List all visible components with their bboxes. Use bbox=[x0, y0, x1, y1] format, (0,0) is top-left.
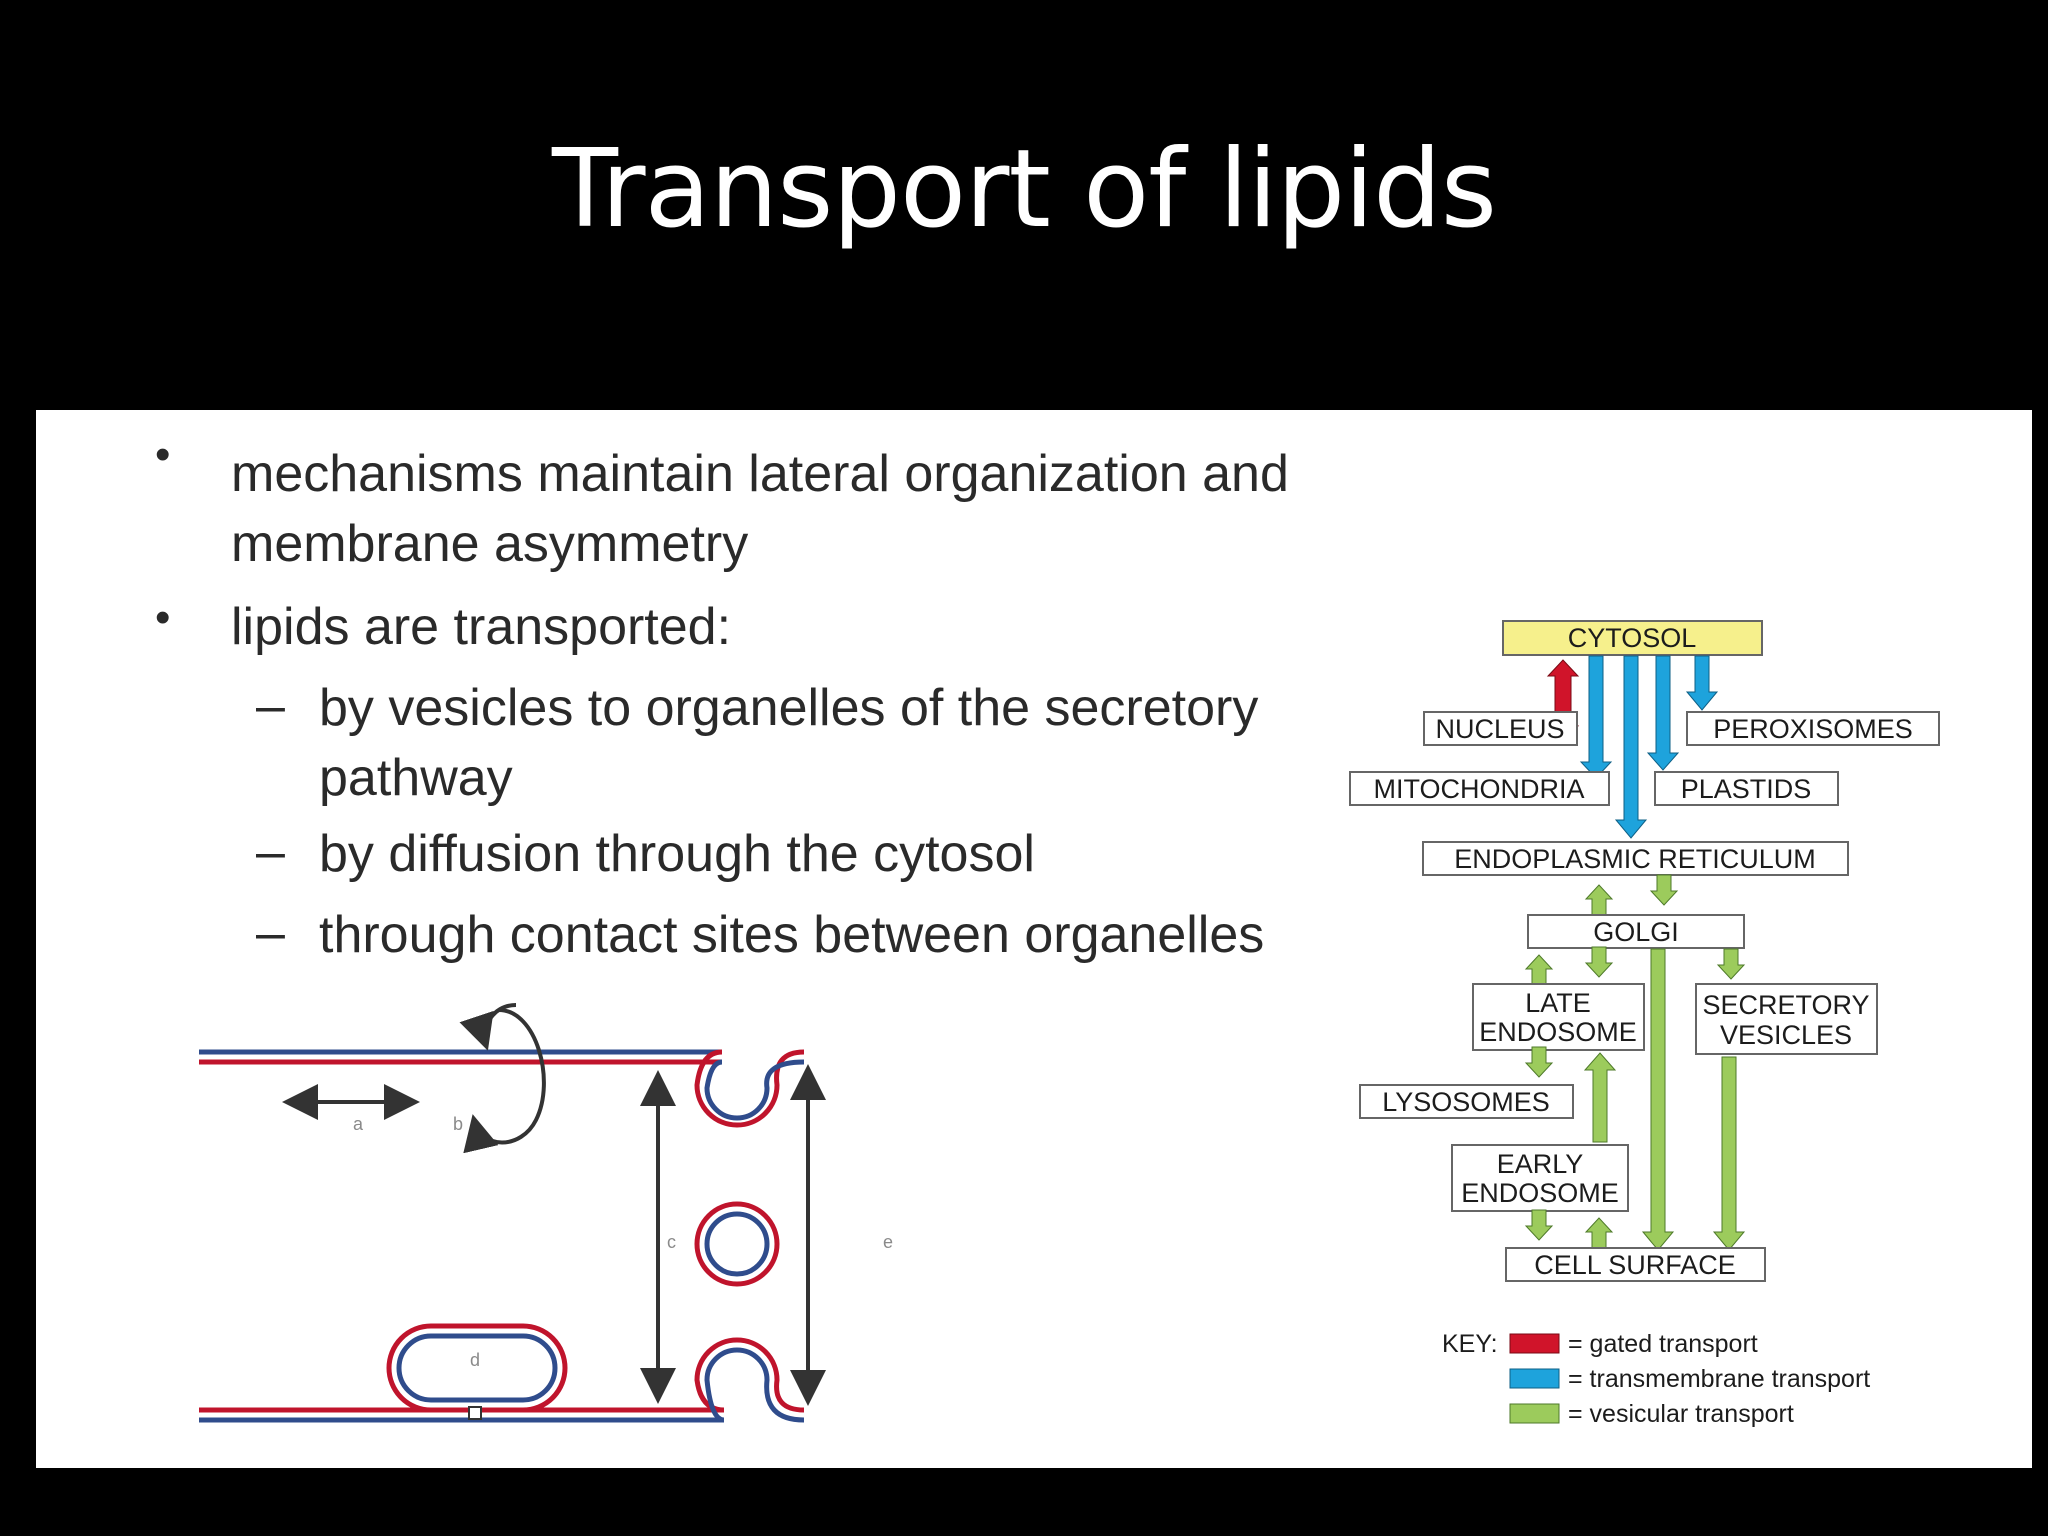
key-vesicular-label: = vesicular transport bbox=[1568, 1400, 1794, 1428]
contact-site-organelle-inner bbox=[396, 1333, 558, 1403]
fusing-vesicle-bottom-inner bbox=[704, 1347, 805, 1423]
vesicular-arrow-late-to-lysosomes bbox=[1525, 1046, 1553, 1078]
flip-flop-arrow-lower bbox=[463, 1008, 546, 1154]
sub-bullet-3-line-1: through contact sites between organelles bbox=[319, 906, 1265, 964]
key-swatch-vesicular bbox=[1509, 1403, 1560, 1424]
late-endosome-label-line-1: LATE bbox=[1525, 988, 1591, 1018]
plastids-box bbox=[1654, 771, 1839, 806]
early-endosome-label-line-1: EARLY bbox=[1497, 1149, 1584, 1179]
budding-vesicle-top bbox=[694, 1049, 805, 1128]
content-panel: • mechanisms maintain lateral organizati… bbox=[36, 410, 2032, 1468]
golgi-label: GOLGI bbox=[1593, 917, 1679, 947]
nucleus-label: NUCLEUS bbox=[1435, 714, 1564, 744]
er-label: ENDOPLASMIC RETICULUM bbox=[1454, 844, 1816, 874]
bullet-2-line-1: lipids are transported: bbox=[231, 598, 732, 656]
key-transmembrane-label: = transmembrane transport bbox=[1568, 1365, 1870, 1393]
transport-vesicle-inner bbox=[704, 1211, 770, 1277]
vesicular-arrow-golgi-to-er bbox=[1585, 884, 1613, 916]
late-endosome-label-line-2: ENDOSOME bbox=[1479, 1017, 1637, 1047]
vesicular-arrow-er-to-golgi bbox=[1650, 874, 1678, 906]
vesicular-arrow-surface-to-early bbox=[1585, 1217, 1613, 1249]
key-swatch-gated bbox=[1509, 1333, 1560, 1354]
transmembrane-arrow-er bbox=[1614, 655, 1648, 839]
peroxisomes-box bbox=[1686, 711, 1940, 746]
budding-vesicle-top-inner bbox=[704, 1059, 805, 1121]
transmembrane-arrow-plastids bbox=[1646, 655, 1680, 771]
key-title: KEY: bbox=[1442, 1330, 1498, 1358]
slide-title: Transport of lipids bbox=[552, 127, 1497, 252]
mitochondria-box bbox=[1349, 771, 1610, 806]
transmembrane-arrow-peroxisomes bbox=[1685, 655, 1719, 711]
cytosol-label: CYTOSOL bbox=[1568, 623, 1697, 653]
er-box bbox=[1422, 841, 1849, 876]
vesicular-arrow-late-to-golgi bbox=[1525, 954, 1553, 986]
bullet-list: • mechanisms maintain lateral organizati… bbox=[36, 410, 1366, 970]
vesicular-arrow-golgi-to-late bbox=[1585, 946, 1613, 978]
key-swatch-transmembrane bbox=[1509, 1368, 1560, 1389]
early-endosome-box bbox=[1451, 1144, 1629, 1212]
cytosol-box bbox=[1502, 620, 1763, 656]
cell-surface-box bbox=[1505, 1247, 1766, 1282]
golgi-box bbox=[1527, 914, 1745, 949]
fusing-vesicle-bottom bbox=[694, 1337, 805, 1413]
plastids-label: PLASTIDS bbox=[1681, 774, 1812, 804]
label-c: c bbox=[667, 1232, 676, 1252]
late-endosome-box bbox=[1472, 983, 1645, 1051]
lysosomes-box bbox=[1359, 1084, 1574, 1119]
transport-vesicle bbox=[694, 1201, 780, 1287]
secretory-vesicles-label-line-1: SECRETORY bbox=[1702, 990, 1869, 1020]
vesicular-arrow-early-to-late bbox=[1583, 1052, 1617, 1143]
secretory-vesicles-box bbox=[1695, 983, 1878, 1055]
transmembrane-arrow-mitochondria bbox=[1579, 655, 1613, 779]
key-gated-label: = gated transport bbox=[1568, 1330, 1758, 1358]
secretory-vesicles-label-line-2: VESICLES bbox=[1720, 1020, 1852, 1050]
label-d: d bbox=[470, 1350, 480, 1370]
contact-site-junction bbox=[468, 1406, 482, 1420]
lysosomes-label: LYSOSOMES bbox=[1382, 1087, 1550, 1117]
early-endosome-label-line-2: ENDOSOME bbox=[1461, 1178, 1619, 1208]
label-e: e bbox=[883, 1232, 893, 1252]
sub-bullet-1-line-2: pathway bbox=[319, 749, 513, 807]
cell-surface-label: CELL SURFACE bbox=[1534, 1250, 1736, 1280]
vesicular-arrow-early-to-surface bbox=[1525, 1209, 1553, 1241]
bullet-1-line-1: mechanisms maintain lateral organization… bbox=[231, 445, 1289, 503]
bullet-marker: • bbox=[155, 593, 171, 642]
nucleus-box bbox=[1423, 711, 1578, 746]
vesicular-arrow-golgi-to-cell-surface bbox=[1641, 948, 1675, 1251]
label-a: a bbox=[353, 1114, 364, 1134]
label-b: b bbox=[453, 1114, 463, 1134]
organelle-pathways-diagram: CYTOSOL NUCLEUS PEROXISOMES MITOCHONDRIA… bbox=[1349, 620, 1940, 1428]
mitochondria-label: MITOCHONDRIA bbox=[1373, 774, 1584, 804]
sub-bullet-marker: – bbox=[256, 823, 285, 881]
sub-bullet-marker: – bbox=[256, 904, 285, 962]
bullet-marker: • bbox=[155, 430, 171, 479]
bullet-1-line-2: membrane asymmetry bbox=[231, 515, 749, 573]
membrane-diagram: a b c d e bbox=[199, 1003, 893, 1423]
vesicular-arrow-golgi-to-secretory bbox=[1717, 948, 1745, 980]
sub-bullet-2-line-1: by diffusion through the cytosol bbox=[319, 825, 1035, 883]
flip-flop-arrow-upper bbox=[459, 1003, 517, 1051]
sub-bullet-marker: – bbox=[256, 677, 285, 735]
sub-bullet-1-line-1: by vesicles to organelles of the secreto… bbox=[319, 679, 1259, 737]
vesicular-arrow-secretory-to-cell-surface bbox=[1712, 1056, 1746, 1251]
peroxisomes-label: PEROXISOMES bbox=[1713, 714, 1913, 744]
